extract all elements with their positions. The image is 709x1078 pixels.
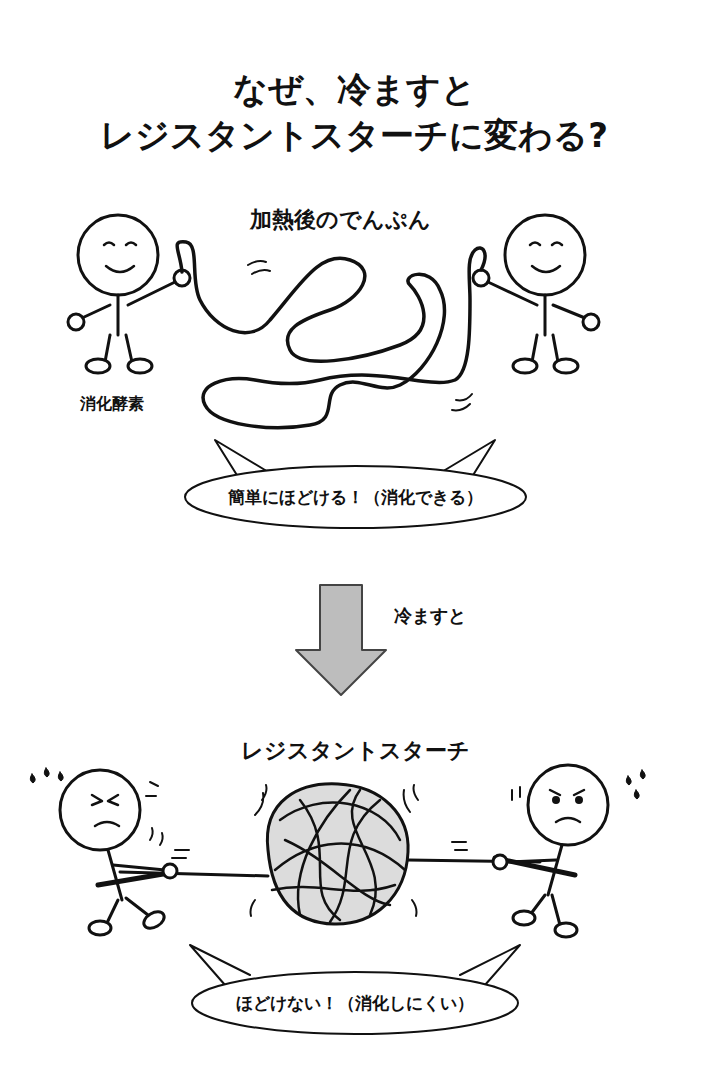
enzyme-figure (473, 215, 599, 373)
section-heading: 加熱後のでんぷん (250, 205, 431, 235)
bubble-text: ほどけない！（消化しにくい） (190, 992, 520, 1015)
starch-ball (251, 784, 419, 924)
speech-bubble: 簡単にほどける！（消化できる） (183, 464, 528, 530)
enzyme-figure (172, 765, 645, 937)
speech-bubble: ほどけない！（消化しにくい） (190, 970, 520, 1036)
down-arrow (296, 585, 386, 695)
enzyme-figure (30, 768, 268, 935)
motion-marks (248, 261, 472, 410)
arrow-label: 冷ますと (394, 604, 466, 628)
part-label: 消化酵素 (80, 394, 144, 415)
section-heading: レジスタントスターチ (241, 736, 470, 766)
starch-chain (177, 242, 485, 428)
enzyme-figure (68, 215, 190, 373)
title: なぜ、冷ますと レジスタントスターチに変わる? (54, 66, 654, 158)
bubble-text: 簡単にほどける！（消化できる） (183, 486, 528, 509)
